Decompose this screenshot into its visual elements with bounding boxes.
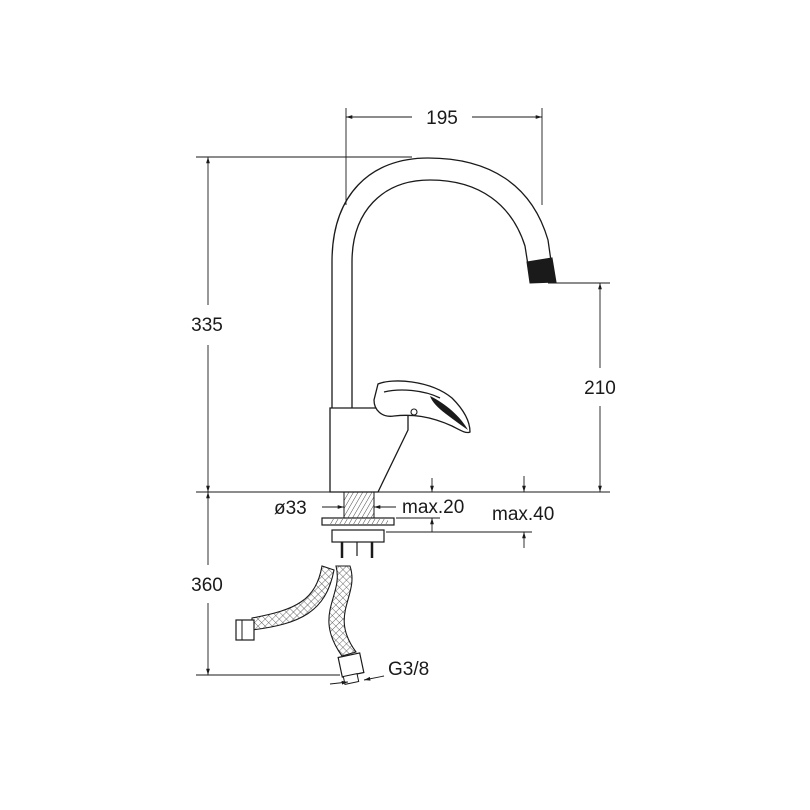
spout-aerator (526, 257, 557, 284)
dim-base-diameter: ø33 (274, 498, 396, 519)
mounting-stud-threaded (343, 491, 375, 519)
hose-left-fitting (235, 619, 255, 641)
dim-max-20-label: max.20 (402, 497, 464, 518)
dim-hose-length: 360 (191, 492, 340, 676)
dim-total-height: 335 (191, 156, 412, 492)
dim-spout-reach: 195 (345, 108, 543, 205)
dim-max-40-label: max.40 (492, 504, 554, 525)
dim-hose-thread: G3/8 (329, 659, 429, 685)
lever-edge (383, 389, 441, 399)
hose-down (328, 565, 357, 657)
lever-highlight (430, 396, 468, 430)
dim-spout-height-label: 210 (584, 378, 616, 399)
faucet-body (329, 157, 557, 493)
dim-total-height-label: 335 (191, 315, 223, 336)
lever-screw (410, 408, 418, 416)
dim-hose-thread-label: G3/8 (388, 659, 429, 680)
mounting-kit (321, 491, 395, 558)
body-shaft (329, 407, 409, 493)
mounting-nut (331, 529, 385, 543)
dim-hose-length-label: 360 (191, 575, 223, 596)
hose-left (251, 565, 335, 631)
mounting-plate-hatch (330, 519, 388, 524)
dim-base-diameter-label: ø33 (274, 498, 307, 519)
spout-inner-contour (351, 179, 531, 408)
flexible-hoses (235, 565, 365, 685)
lever-handle (373, 380, 471, 434)
dim-max-40: max.40 (386, 476, 554, 548)
dim-spout-reach-label: 195 (426, 108, 458, 129)
dim-spout-height: 210 (548, 282, 616, 492)
hose-down-fitting (337, 652, 365, 678)
spout-outer-contour (331, 157, 555, 408)
dim-max-20: max.20 (396, 478, 464, 532)
